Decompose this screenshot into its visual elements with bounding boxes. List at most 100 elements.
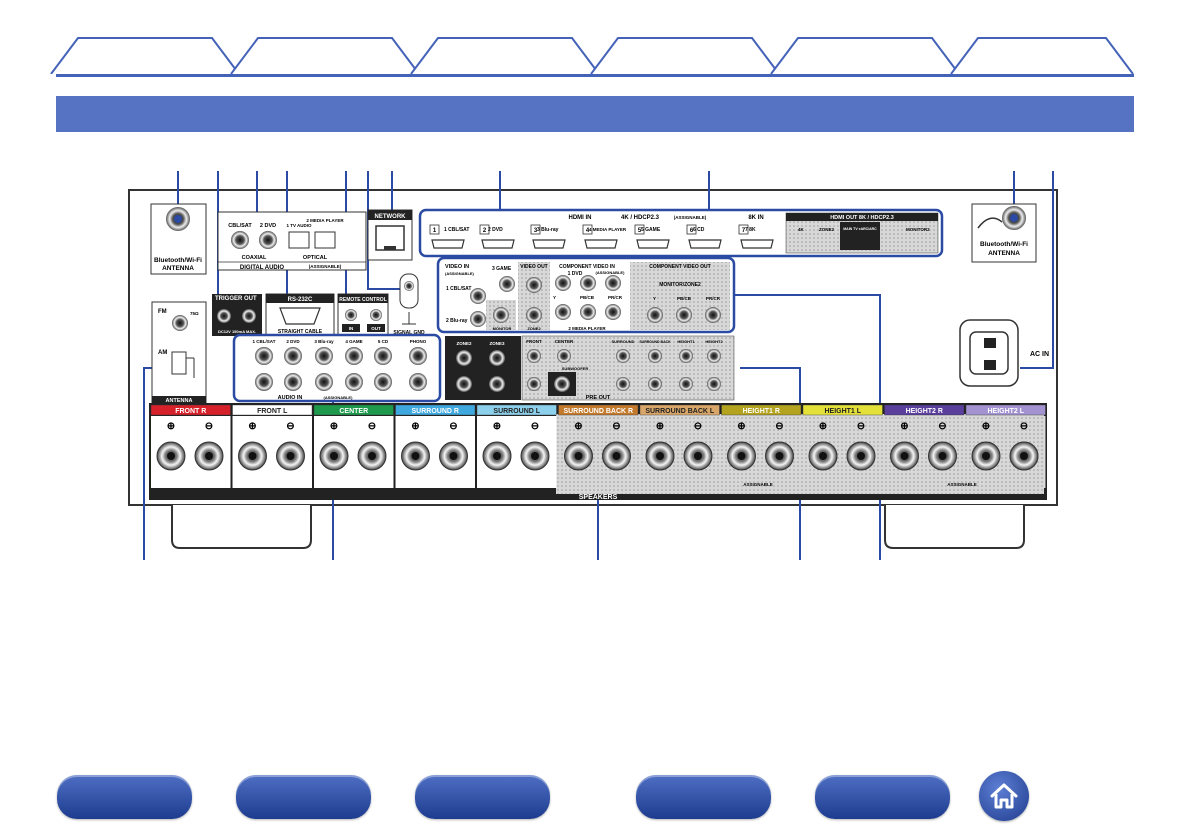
minus-icon: ⊖ [775, 421, 783, 432]
audio-jack-right [255, 373, 273, 391]
preout-subwoofer-label: SUBWOOFER [562, 366, 589, 371]
speaker-post-hole [982, 452, 990, 460]
tab-3[interactable] [410, 36, 600, 74]
speaker-channel-header [639, 404, 720, 416]
remote-out-label: OUT [371, 326, 381, 331]
speaker-channel-label: SURROUND BACK L [645, 408, 715, 415]
preout-jack [679, 349, 693, 363]
speaker-channel: SURROUND L⊕⊖ [476, 404, 557, 488]
speaker-channel-label: FRONT R [175, 408, 206, 415]
nav-button-5[interactable] [815, 775, 950, 819]
preout-height2-label: HEIGHT2 [705, 339, 723, 344]
optical-label: OPTICAL [303, 255, 328, 261]
minus-icon: ⊖ [531, 421, 539, 432]
tab-underline [56, 74, 1134, 77]
zone-out-section [445, 336, 521, 400]
speaker-channel-header [884, 404, 965, 416]
hdmi-8k-label: 8K IN [748, 215, 763, 221]
hdmi-number-box [479, 224, 490, 235]
preout-jack [707, 349, 721, 363]
component-in-y: Y [553, 295, 556, 300]
hdmi-in-5-label: 5 GAME [641, 227, 661, 233]
preout-jack [527, 377, 541, 391]
home-button[interactable] [979, 771, 1029, 821]
speakers-assignable-1: ASSIGNABLE [743, 482, 773, 487]
plus-icon: ⊕ [574, 421, 582, 432]
minus-icon: ⊖ [938, 421, 946, 432]
hdmi-out-label: HDMI OUT 8K / HDCP2.3 [830, 215, 894, 221]
speaker-post-hole [737, 452, 746, 460]
nav-button-1[interactable] [57, 775, 192, 819]
home-icon [990, 783, 1018, 809]
hdmi-number-box [582, 224, 593, 235]
speaker-post-hole [286, 452, 295, 460]
speakers-label: SPEAKERS [579, 494, 618, 501]
bt-antenna-right-label-2: ANTENNA [988, 250, 1020, 257]
preout-front-label: FRONT [526, 339, 542, 344]
preout-jack [616, 377, 630, 391]
minus-icon: ⊖ [286, 421, 294, 432]
speaker-post-hole [248, 452, 257, 460]
speaker-channel-label: SURROUND R [412, 408, 459, 415]
ac-inlet [959, 319, 1019, 387]
speaker-post-hole [857, 452, 865, 460]
speaker-post-hole [167, 452, 175, 460]
component-out-pr: PR/CR [706, 296, 721, 301]
speaker-post-hole [449, 452, 458, 460]
audio-jack-left [345, 347, 363, 365]
optical-assignable-label: (ASSIGNABLE) [309, 264, 342, 269]
nav-button-4[interactable] [636, 775, 771, 819]
network-port [367, 209, 413, 261]
bt-antenna-right-label-1: Bluetooth/Wi-Fi [980, 241, 1028, 248]
antenna-label: ANTENNA [166, 398, 193, 404]
component-in-pb: PB/CB [580, 295, 595, 300]
tab-5[interactable] [770, 36, 960, 74]
preout-jack [616, 349, 630, 363]
hdmi-number-box [429, 224, 440, 235]
hdmi-number-box [530, 224, 541, 235]
tab-4[interactable] [590, 36, 780, 74]
tab-2[interactable] [230, 36, 420, 74]
nav-button-2[interactable] [236, 775, 371, 819]
speaker-post-hole [531, 452, 539, 460]
audio-callout-box [232, 333, 442, 403]
speaker-channel: FRONT R⊕⊖ [150, 404, 231, 488]
preout-jack [557, 349, 571, 363]
trigger-out [212, 294, 262, 336]
speaker-channel: HEIGHT1 L⊕⊖ [802, 404, 883, 488]
speaker-channel-header [150, 404, 231, 416]
speaker-channel-label: SURROUND BACK R [563, 408, 633, 415]
foot-left [171, 505, 312, 549]
minus-icon: ⊖ [205, 421, 213, 432]
speaker-channel-label: HEIGHT2 R [906, 408, 943, 415]
tab-1[interactable] [50, 36, 240, 74]
audio-in-assignable: (ASSIGNABLE) [324, 395, 354, 400]
ac-in-label: AC IN [1030, 351, 1049, 358]
tab-6[interactable] [950, 36, 1134, 74]
phono-label: PHONO [410, 339, 427, 344]
hdmi-number-box [634, 224, 645, 235]
trigger-sub: DC12V 150mA MAX. [218, 329, 256, 334]
audio-in-5-label: 5 CD [378, 339, 389, 344]
preout-surround-back-label: SURROUND BACK [639, 340, 671, 344]
optical-in-1-label: 1 TV AUDIO [286, 223, 312, 228]
remote-in-label: IN [349, 326, 354, 331]
preout-center-label: CENTER [555, 339, 574, 344]
preout-surround-label: SURROUND [611, 339, 634, 344]
hdmi-number: 5 [638, 228, 642, 234]
speaker-post-hole [694, 452, 702, 460]
component-out-y: Y [653, 296, 656, 301]
nav-button-3[interactable] [415, 775, 550, 819]
audio-jack-left [315, 347, 333, 365]
speaker-post-hole [612, 452, 621, 460]
audio-in-title: AUDIO IN [278, 395, 303, 401]
am-label: AM [158, 350, 167, 356]
hdmi-out-header [786, 213, 938, 221]
bt-antenna-left-label-1: Bluetooth/Wi-Fi [154, 257, 202, 264]
digital-audio-section [217, 211, 367, 271]
speaker-channel-label: SURROUND L [493, 408, 540, 415]
video-out-label: VIDEO OUT [520, 264, 548, 270]
preout-jack [527, 349, 541, 363]
speaker-channel: SURROUND BACK L⊕⊖ [639, 404, 720, 488]
hdmi-number: 2 [483, 228, 487, 234]
